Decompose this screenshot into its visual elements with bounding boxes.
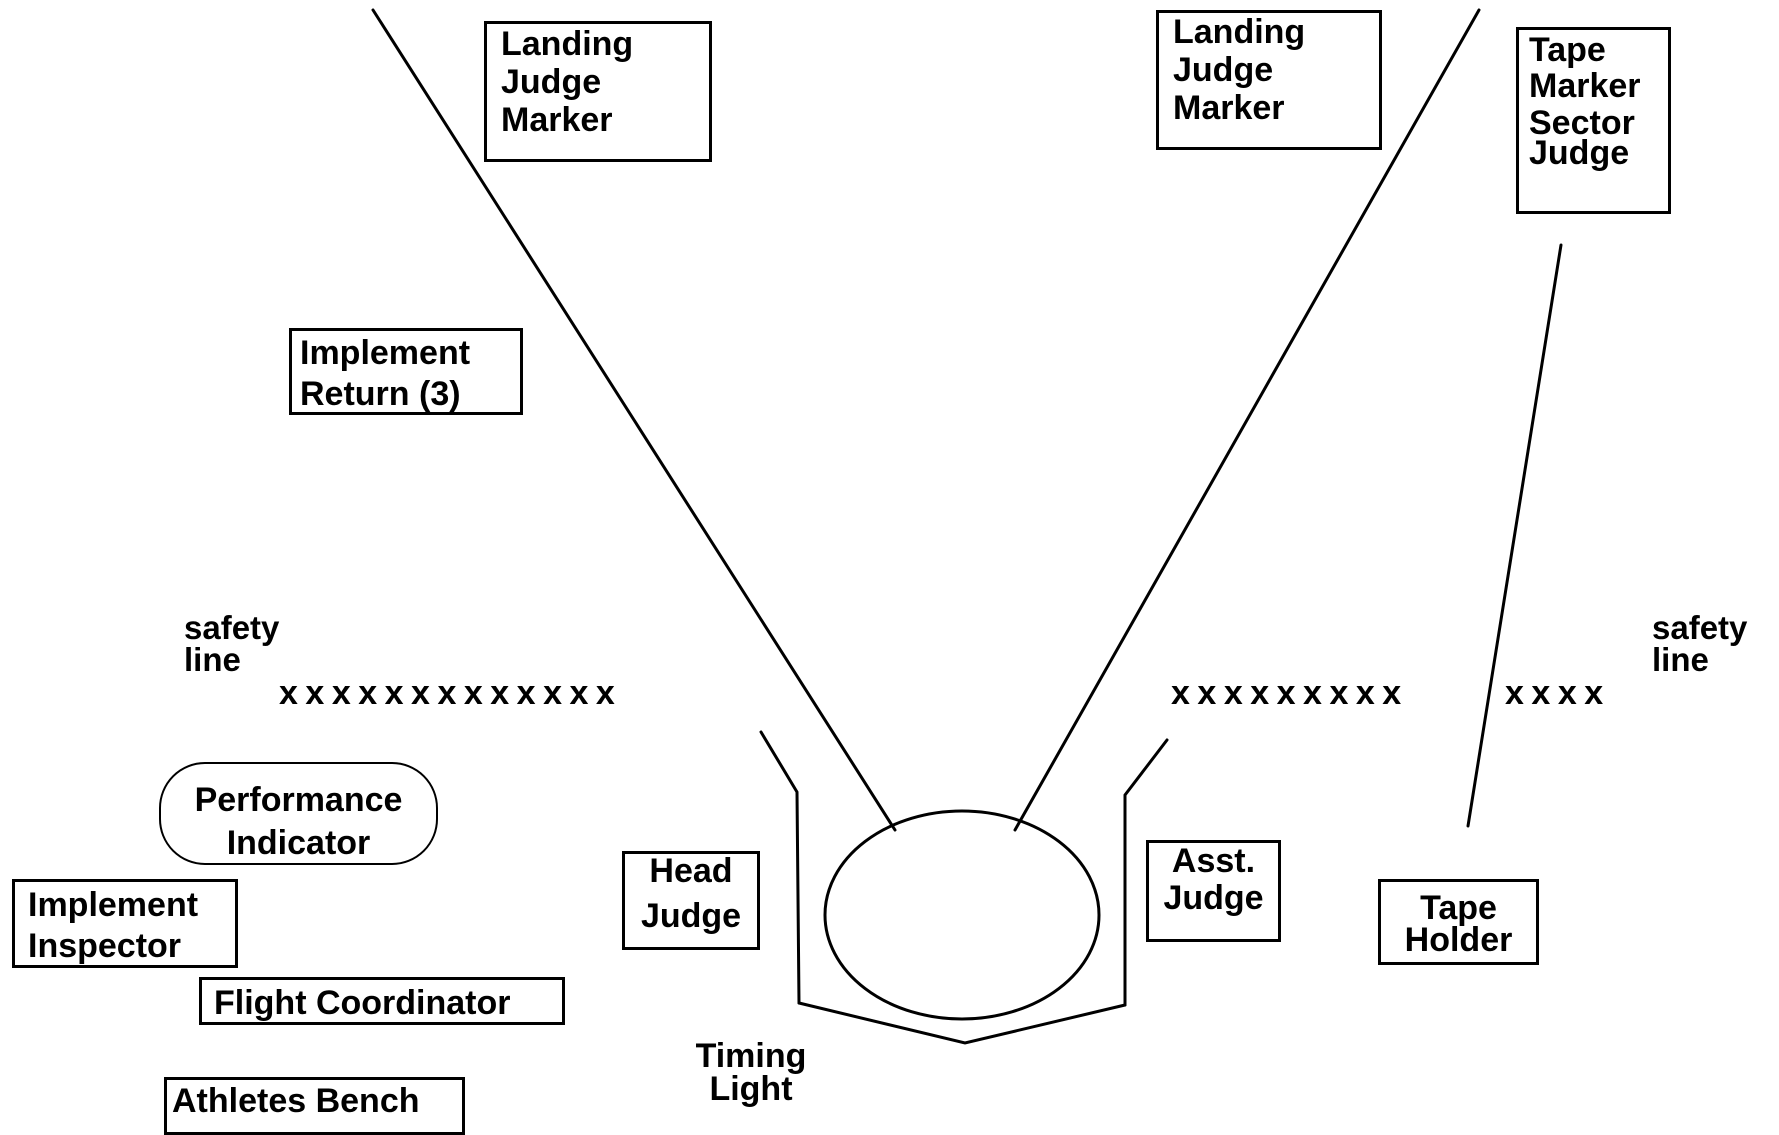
box-line: Head — [649, 852, 733, 890]
athletes-bench: Athletes Bench — [164, 1077, 465, 1135]
landing-judge-marker-right: Landing Judge Marker — [1156, 10, 1382, 150]
box-line: Judge — [501, 63, 602, 102]
throwing-circle — [823, 809, 1101, 1021]
box-line: Athletes Bench — [172, 1082, 420, 1120]
box-line: Landing — [1173, 13, 1306, 51]
implement-inspector: Implement Inspector — [12, 879, 238, 968]
box-line: Sector — [1529, 104, 1635, 143]
label-line: line — [1652, 641, 1709, 679]
label-line: safety — [1652, 609, 1748, 646]
box-line: Implement — [300, 334, 471, 372]
box-line: Marker — [501, 101, 613, 140]
box-line: Implement — [28, 886, 199, 924]
safety-line-markers-left: xxxxxxxxxxxxx — [279, 674, 623, 712]
left-sector-line — [371, 8, 897, 832]
tape-marker-sector-judge: Tape Marker Sector Judge — [1516, 27, 1671, 214]
box-line: Asst. — [1171, 842, 1256, 880]
safety-line-label-left: safety line — [184, 609, 280, 679]
box-line: Return (3) — [300, 374, 461, 413]
cage-right-wall — [1123, 738, 1169, 1007]
cage-left-wall — [759, 730, 801, 1005]
box-line: Marker — [1173, 89, 1285, 128]
box-line: Marker — [1529, 66, 1641, 105]
box-line: Landing — [501, 25, 634, 63]
landing-judge-marker-left: Landing Judge Marker — [484, 21, 712, 162]
label-line: Timing — [695, 1037, 807, 1075]
cage-front — [797, 1001, 1127, 1045]
box-line: Performance — [194, 781, 403, 819]
safety-line-label-right: safety line — [1652, 609, 1748, 679]
flight-coordinator: Flight Coordinator — [199, 977, 565, 1025]
implement-return: Implement Return (3) — [289, 328, 523, 415]
right-sector-line — [1013, 8, 1481, 832]
box-line: Flight Coordinator — [214, 984, 511, 1022]
label-line: line — [184, 641, 241, 679]
tape-line — [1466, 243, 1563, 828]
safety-line-markers-right-b: xxxx — [1505, 674, 1611, 712]
box-line: Judge — [1529, 134, 1630, 173]
asst-judge: Asst. Judge — [1146, 840, 1281, 942]
box-line: Tape — [1420, 889, 1497, 927]
safety-line-markers-right-a: xxxxxxxxx — [1171, 674, 1409, 712]
box-line: Tape — [1529, 31, 1606, 69]
label-line: Light — [709, 1070, 793, 1109]
label-line: safety — [184, 609, 280, 646]
box-line: Indicator — [226, 823, 371, 862]
box-line: Inspector — [28, 926, 182, 965]
tape-holder: Tape Holder — [1378, 879, 1539, 965]
box-line: Judge — [640, 897, 742, 936]
box-line: Judge — [1163, 879, 1264, 918]
performance-indicator: Performance Indicator — [159, 762, 438, 865]
timing-light-label: Timing Light — [686, 1037, 816, 1109]
box-line: Holder — [1404, 921, 1513, 960]
box-line: Judge — [1173, 51, 1274, 90]
head-judge: Head Judge — [622, 851, 760, 950]
